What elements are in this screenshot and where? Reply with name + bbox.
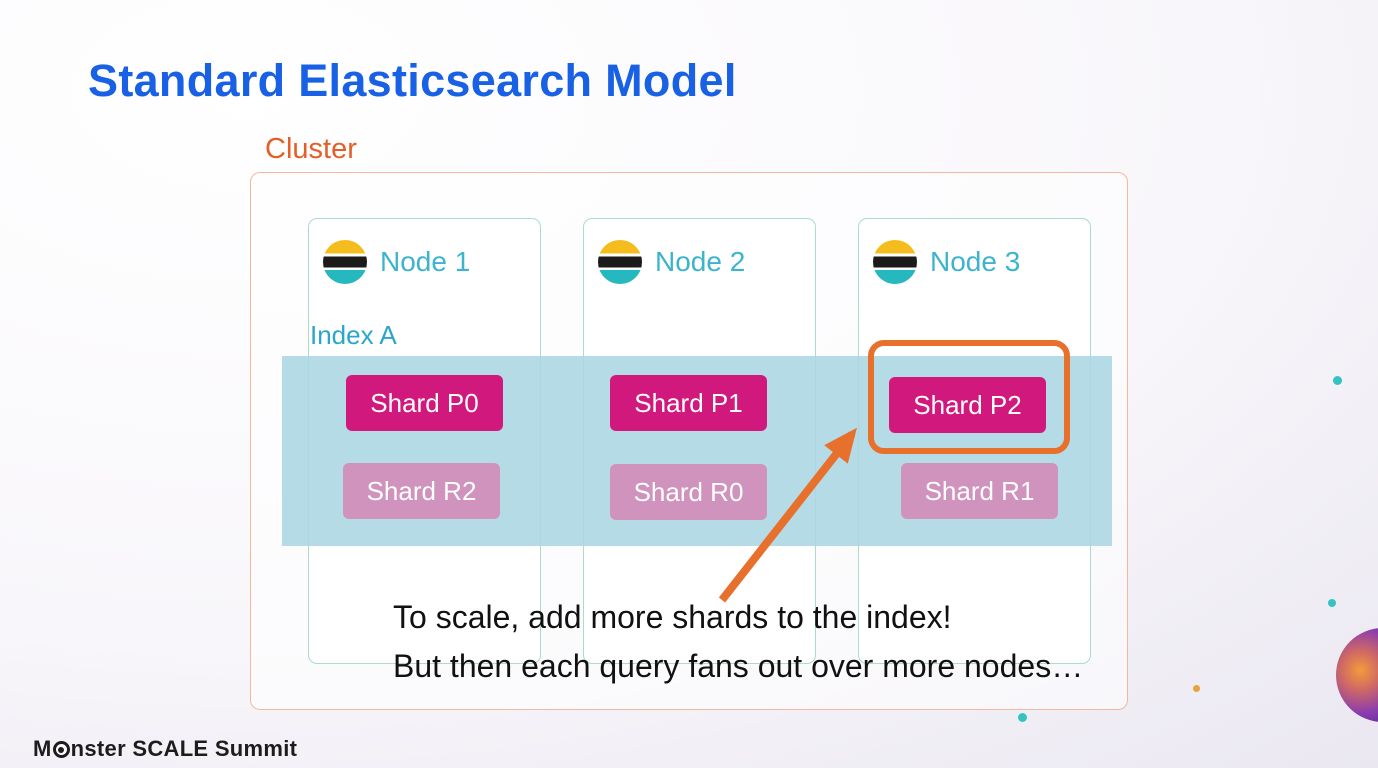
decor-dot-orange-icon [1193,685,1200,692]
shard-r2: Shard R2 [343,463,500,519]
node-label: Node 2 [655,246,746,277]
node-header: Node 3 [859,240,1090,284]
monster-logo-o-icon [52,741,70,758]
node-label: Node 1 [380,246,471,277]
shard-r0: Shard R0 [610,464,767,520]
caption-line-2: But then each query fans out over more n… [393,648,1084,684]
elasticsearch-logo-icon [323,240,367,284]
page-title: Standard Elasticsearch Model [88,55,737,106]
shard-r1: Shard R1 [901,463,1058,519]
caption: To scale, add more shards to the index! … [393,593,1083,691]
decor-dot-teal-icon [1328,599,1336,607]
decor-dot-teal-icon [1333,376,1342,385]
elasticsearch-logo-icon [873,240,917,284]
cluster-label: Cluster [265,133,357,165]
node-label: Node 3 [930,246,1021,277]
shard-p1: Shard P1 [610,375,767,431]
index-a-label: Index A [310,320,397,350]
footer-brand-prefix: M [33,736,52,761]
shard-p0: Shard P0 [346,375,503,431]
footer-brand-suffix: nster SCALE Summit [70,736,298,761]
shard-p2: Shard P2 [889,377,1046,433]
highlight-ring [868,340,1070,454]
caption-line-1: To scale, add more shards to the index! [393,599,952,635]
node-header: Node 2 [584,240,815,284]
planet-decoration-icon [1336,628,1378,722]
node-header: Node 1 [309,240,540,284]
monster-logo-o-pupil [55,744,67,755]
elasticsearch-logo-icon [598,240,642,284]
decor-dot-teal-icon [1018,713,1027,722]
